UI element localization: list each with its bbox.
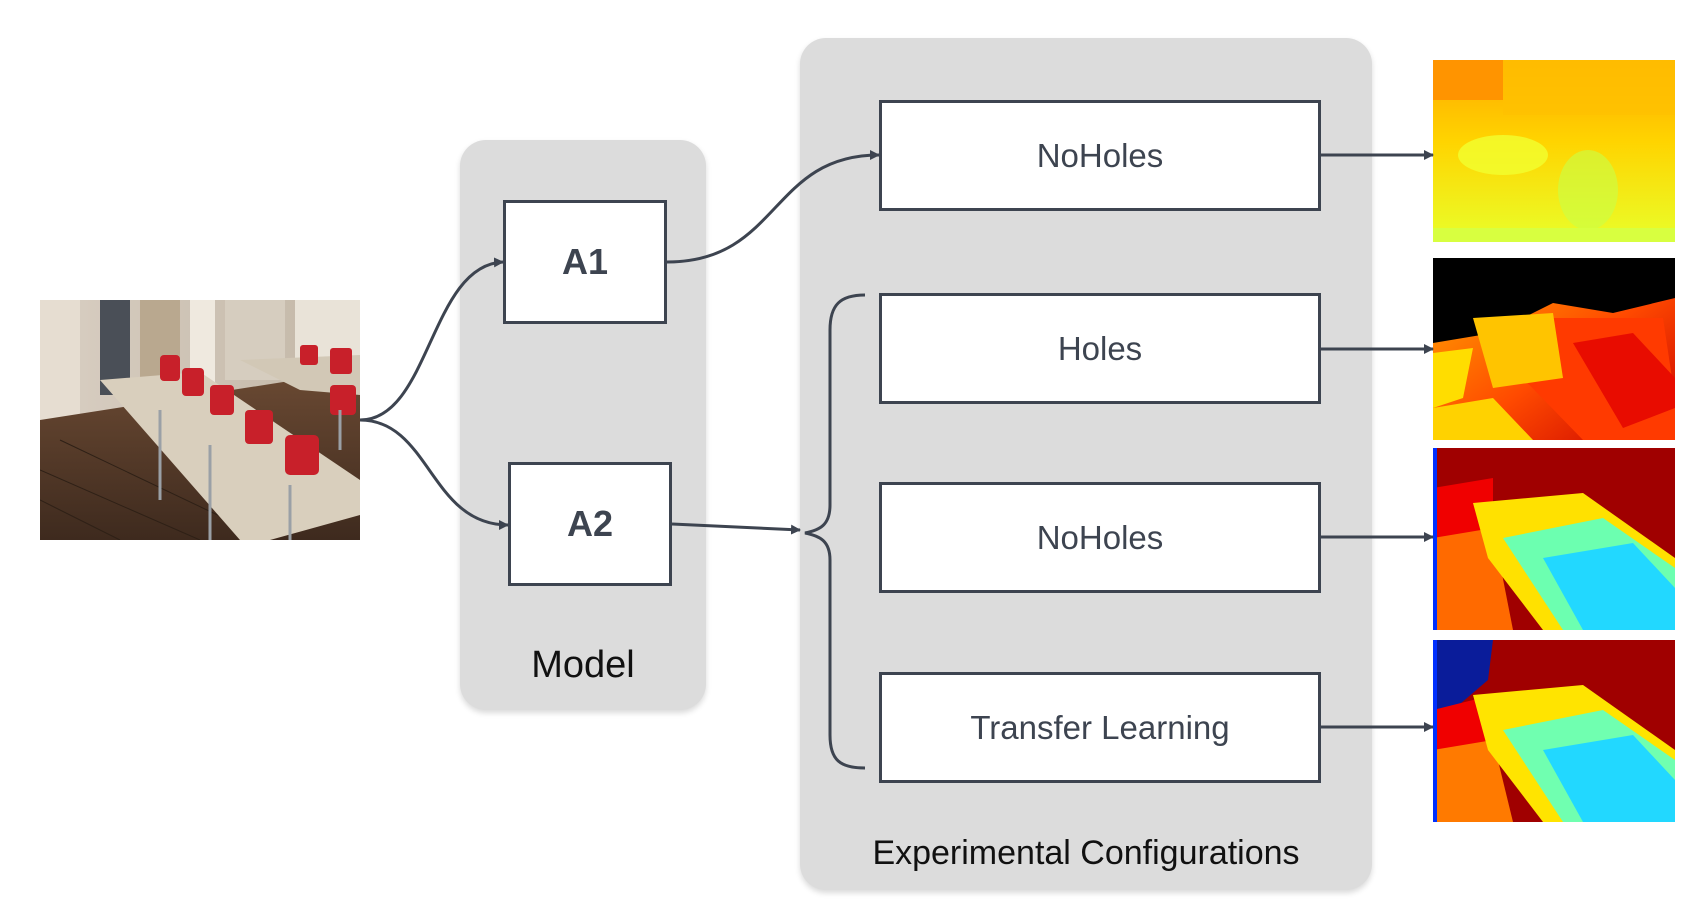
arrow-a2-to-brace [671, 522, 801, 535]
config-panel-label: Experimental Configurations [872, 834, 1300, 872]
arrow-a1-to-noholes [666, 150, 880, 264]
depth-map-transfer-learning [1433, 640, 1675, 822]
config-box-holes: Holes [879, 293, 1321, 404]
depth-map-holes [1433, 258, 1675, 440]
depth-map-noholes-a2 [1433, 448, 1675, 630]
model-box-a2: A2 [508, 462, 672, 586]
input-classroom-photo [39, 300, 360, 541]
config-box-transfer-learning: Transfer Learning [879, 672, 1321, 783]
arrow-image-to-a1 [359, 257, 504, 422]
depth-map-noholes-a1 [1433, 60, 1675, 242]
model-panel-label: Model [531, 644, 635, 686]
arrow-image-to-a2 [359, 418, 509, 530]
config-box-noholes-a2: NoHoles [879, 482, 1321, 593]
config-box-noholes-a1: NoHoles [879, 100, 1321, 211]
model-box-a1: A1 [503, 200, 667, 324]
brace-configurations [804, 293, 866, 770]
